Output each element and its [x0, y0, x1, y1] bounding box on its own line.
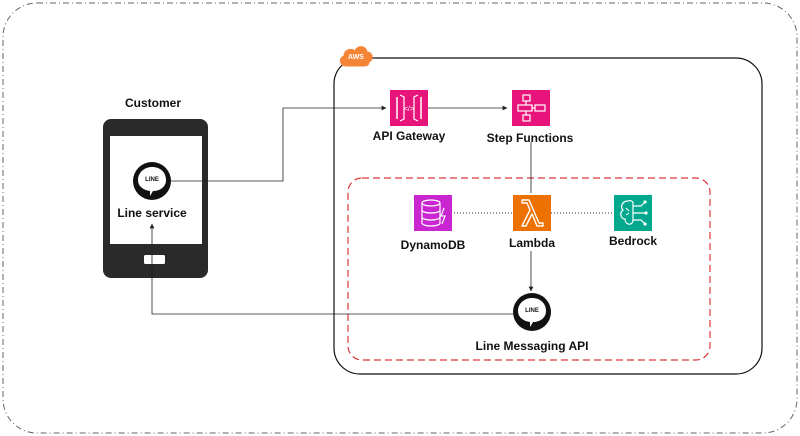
bedrock-icon [614, 195, 652, 231]
line-service-label: Line service [117, 206, 187, 220]
aws-badge-label: AWS [348, 54, 364, 61]
line-logo-badge-text: LINE [145, 177, 159, 183]
aws-cloud-container [333, 57, 763, 375]
step-functions-icon [512, 90, 550, 126]
connector-line-messaging-to-phone [149, 223, 513, 315]
line-messaging-label: Line Messaging API [475, 339, 589, 353]
connector-line-to-api-gateway [171, 105, 387, 182]
line-messaging-badge-text: LINE [525, 308, 539, 314]
lambda-icon [513, 195, 551, 231]
dynamodb-icon [414, 195, 452, 231]
dynamodb-label: DynamoDB [400, 238, 466, 252]
svg-text:</>: </> [404, 106, 414, 113]
processing-region [347, 177, 711, 361]
line-logo-icon [133, 162, 171, 200]
api-gateway-label: API Gateway [372, 129, 446, 143]
aws-badge [339, 46, 373, 67]
step-functions-label: Step Functions [486, 131, 574, 145]
lambda-label: Lambda [508, 236, 556, 250]
customer-label: Customer [124, 96, 182, 110]
api-gateway-icon: </> [390, 90, 428, 126]
bedrock-label: Bedrock [608, 234, 658, 248]
line-messaging-logo-icon [513, 293, 551, 331]
